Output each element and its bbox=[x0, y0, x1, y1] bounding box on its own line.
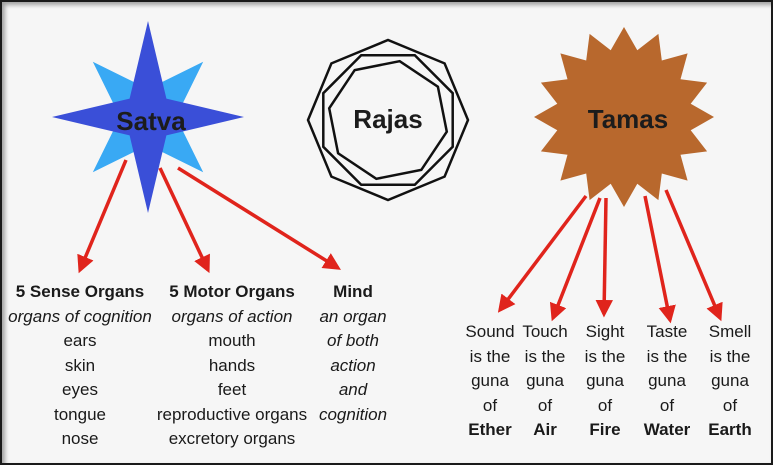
mind-subtitle-line: of both bbox=[327, 331, 379, 350]
red-arrow bbox=[595, 197, 613, 318]
satva-star-shape bbox=[52, 21, 244, 213]
red-arrow bbox=[549, 197, 602, 322]
guna-column-ether: Sound is the guna of Ether bbox=[460, 320, 520, 443]
red-arrow bbox=[158, 167, 210, 274]
guna-connector: of bbox=[659, 395, 675, 415]
guna-connector: is the bbox=[469, 346, 511, 366]
guna-sense: Touch bbox=[522, 322, 568, 341]
guna-connector: is the bbox=[524, 346, 566, 366]
motor-organ-item: excretory organs bbox=[168, 429, 296, 448]
guna-sense: Sight bbox=[585, 322, 625, 341]
guna-connector: guna bbox=[526, 371, 564, 391]
guna-sense: Smell bbox=[708, 322, 752, 341]
motor-organ-item: mouth bbox=[208, 331, 256, 350]
sense-organ-item: skin bbox=[64, 355, 96, 375]
mind-subtitle-line: and bbox=[338, 380, 368, 399]
tamas-label: Tamas bbox=[587, 104, 669, 134]
guna-element: Air bbox=[533, 420, 557, 440]
red-arrow bbox=[77, 159, 128, 274]
rajas-outline bbox=[327, 59, 449, 181]
red-arrow bbox=[664, 189, 723, 322]
guna-element: Water bbox=[643, 420, 691, 440]
guna-element: Ether bbox=[468, 420, 512, 440]
motor-organ-item: reproductive organs bbox=[156, 404, 308, 424]
mind-group: Mind an organ of both action and cogniti… bbox=[314, 280, 392, 427]
guna-connector: of bbox=[482, 395, 498, 415]
motor-organs-subtitle: organs of action bbox=[171, 306, 293, 326]
guna-column-air: Touch is the guna of Air bbox=[515, 320, 575, 443]
red-arrow bbox=[497, 194, 588, 313]
mind-subtitle-line: action bbox=[330, 355, 376, 375]
mind-subtitle-line: cognition bbox=[318, 404, 388, 424]
red-arrow bbox=[643, 195, 676, 324]
sense-organ-item: ears bbox=[63, 331, 97, 350]
rajas-outline bbox=[322, 54, 454, 186]
red-arrow bbox=[177, 166, 341, 270]
guna-column-fire: Sight is the guna of Fire bbox=[575, 320, 635, 443]
tamas-sunburst-shape bbox=[534, 27, 714, 207]
tamas-sunburst-body bbox=[534, 27, 714, 207]
guna-element: Earth bbox=[708, 420, 752, 440]
sense-organs-title: 5 Sense Organs bbox=[15, 282, 145, 301]
guna-element: Fire bbox=[589, 420, 621, 440]
motor-organ-item: hands bbox=[208, 355, 256, 375]
guna-connector: is the bbox=[709, 346, 751, 366]
guna-column-earth: Smell is the guna of Earth bbox=[700, 320, 760, 443]
sense-organs-subtitle: organs of cognition bbox=[8, 306, 152, 326]
guna-connector: guna bbox=[711, 371, 749, 391]
guna-connector: guna bbox=[586, 371, 624, 391]
satva-star-dark-points bbox=[52, 21, 244, 213]
guna-connector: guna bbox=[648, 371, 686, 391]
satva-label: Satva bbox=[116, 106, 186, 136]
rajas-outline bbox=[306, 38, 470, 202]
guna-connector: guna bbox=[471, 371, 509, 391]
sense-organs-group: 5 Sense Organs organs of cognition ears … bbox=[4, 280, 156, 452]
guna-sense: Sound bbox=[465, 322, 515, 341]
sense-organ-item: nose bbox=[61, 429, 99, 448]
mind-title: Mind bbox=[333, 282, 373, 301]
mind-subtitle-line: an organ bbox=[319, 306, 387, 326]
sense-organ-item: tongue bbox=[54, 404, 106, 424]
guna-connector: of bbox=[537, 395, 553, 415]
guna-column-water: Taste is the guna of Water bbox=[637, 320, 697, 443]
sense-organ-item: eyes bbox=[62, 380, 98, 399]
guna-sense: Taste bbox=[646, 322, 688, 341]
motor-organ-item: feet bbox=[217, 380, 247, 399]
guna-connector: of bbox=[597, 395, 613, 415]
motor-organs-title: 5 Motor Organs bbox=[169, 282, 295, 301]
guna-connector: of bbox=[722, 395, 738, 415]
motor-organs-group: 5 Motor Organs organs of action mouth ha… bbox=[152, 280, 312, 452]
rajas-label: Rajas bbox=[353, 104, 423, 134]
guna-connector: is the bbox=[646, 346, 688, 366]
arrows-group bbox=[77, 159, 723, 324]
rajas-octagon-shape bbox=[306, 38, 470, 202]
guna-connector: is the bbox=[584, 346, 626, 366]
